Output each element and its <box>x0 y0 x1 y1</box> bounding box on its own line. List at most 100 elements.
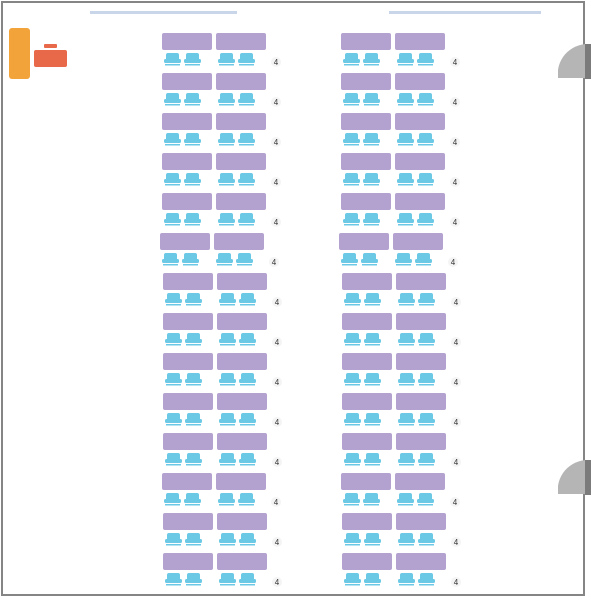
table[interactable] <box>395 113 445 130</box>
table[interactable] <box>341 193 391 210</box>
door-bottom-icon[interactable] <box>558 460 591 496</box>
table[interactable] <box>396 273 446 290</box>
table-group-left-r14-t2[interactable] <box>217 553 267 586</box>
table-group-left-r6-t1[interactable] <box>160 233 210 266</box>
table[interactable] <box>396 553 446 570</box>
table[interactable] <box>341 113 391 130</box>
table[interactable] <box>395 153 445 170</box>
table-group-left-r4-t2[interactable] <box>216 153 266 186</box>
table-group-left-r13-t1[interactable] <box>163 513 213 546</box>
table[interactable] <box>342 553 392 570</box>
table-group-right-r2-t2[interactable] <box>395 73 445 106</box>
table[interactable] <box>217 313 267 330</box>
table[interactable] <box>162 193 212 210</box>
table-group-right-r11-t1[interactable] <box>342 433 392 466</box>
table-group-left-r9-t1[interactable] <box>163 353 213 386</box>
table-group-left-r5-t2[interactable] <box>216 193 266 226</box>
table[interactable] <box>163 273 213 290</box>
table-group-right-r5-t2[interactable] <box>395 193 445 226</box>
table[interactable] <box>162 33 212 50</box>
table[interactable] <box>216 73 266 90</box>
table[interactable] <box>163 393 213 410</box>
table[interactable] <box>341 73 391 90</box>
table-group-left-r12-t1[interactable] <box>162 473 212 506</box>
table[interactable] <box>342 313 392 330</box>
table[interactable] <box>217 513 267 530</box>
table[interactable] <box>217 433 267 450</box>
table[interactable] <box>339 233 389 250</box>
table-group-left-r2-t2[interactable] <box>216 73 266 106</box>
table-group-left-r13-t2[interactable] <box>217 513 267 546</box>
table[interactable] <box>163 513 213 530</box>
table[interactable] <box>341 153 391 170</box>
table[interactable] <box>163 353 213 370</box>
podium-icon[interactable] <box>34 44 67 67</box>
table-group-right-r9-t2[interactable] <box>396 353 446 386</box>
table[interactable] <box>217 393 267 410</box>
table[interactable] <box>395 33 445 50</box>
table[interactable] <box>342 353 392 370</box>
table[interactable] <box>217 353 267 370</box>
table-group-right-r1-t1[interactable] <box>341 33 391 66</box>
table[interactable] <box>396 513 446 530</box>
table-group-right-r11-t2[interactable] <box>396 433 446 466</box>
table-group-left-r10-t2[interactable] <box>217 393 267 426</box>
table-group-left-r11-t2[interactable] <box>217 433 267 466</box>
table-group-right-r8-t2[interactable] <box>396 313 446 346</box>
table-group-right-r4-t1[interactable] <box>341 153 391 186</box>
table-group-right-r5-t1[interactable] <box>341 193 391 226</box>
table-group-left-r6-t2[interactable] <box>214 233 264 266</box>
table[interactable] <box>396 433 446 450</box>
table[interactable] <box>217 273 267 290</box>
table[interactable] <box>163 553 213 570</box>
table[interactable] <box>342 393 392 410</box>
table[interactable] <box>217 553 267 570</box>
table[interactable] <box>214 233 264 250</box>
table-group-right-r6-t1[interactable] <box>339 233 389 266</box>
table-group-left-r7-t2[interactable] <box>217 273 267 306</box>
table[interactable] <box>216 153 266 170</box>
table[interactable] <box>160 233 210 250</box>
table[interactable] <box>342 273 392 290</box>
table-group-left-r1-t2[interactable] <box>216 33 266 66</box>
table[interactable] <box>341 33 391 50</box>
table-group-left-r2-t1[interactable] <box>162 73 212 106</box>
table-group-left-r14-t1[interactable] <box>163 553 213 586</box>
table[interactable] <box>216 33 266 50</box>
table[interactable] <box>395 193 445 210</box>
table-group-left-r11-t1[interactable] <box>163 433 213 466</box>
table[interactable] <box>393 233 443 250</box>
table[interactable] <box>162 73 212 90</box>
table[interactable] <box>216 473 266 490</box>
table[interactable] <box>395 473 445 490</box>
table-group-left-r3-t1[interactable] <box>162 113 212 146</box>
table-group-left-r8-t2[interactable] <box>217 313 267 346</box>
table-group-right-r1-t2[interactable] <box>395 33 445 66</box>
stage[interactable] <box>9 28 30 79</box>
table[interactable] <box>162 113 212 130</box>
table[interactable] <box>396 393 446 410</box>
table-group-left-r1-t1[interactable] <box>162 33 212 66</box>
table-group-right-r2-t1[interactable] <box>341 73 391 106</box>
table-group-right-r7-t2[interactable] <box>396 273 446 306</box>
table-group-right-r3-t2[interactable] <box>395 113 445 146</box>
table[interactable] <box>162 473 212 490</box>
table-group-right-r6-t2[interactable] <box>393 233 443 266</box>
table-group-right-r10-t2[interactable] <box>396 393 446 426</box>
table[interactable] <box>342 433 392 450</box>
table-group-right-r3-t1[interactable] <box>341 113 391 146</box>
table-group-right-r14-t1[interactable] <box>342 553 392 586</box>
table-group-right-r14-t2[interactable] <box>396 553 446 586</box>
table-group-left-r5-t1[interactable] <box>162 193 212 226</box>
table[interactable] <box>162 153 212 170</box>
door-top-icon[interactable] <box>558 44 591 80</box>
table-group-left-r12-t2[interactable] <box>216 473 266 506</box>
table-group-right-r12-t1[interactable] <box>341 473 391 506</box>
table-group-right-r7-t1[interactable] <box>342 273 392 306</box>
table-group-left-r7-t1[interactable] <box>163 273 213 306</box>
table-group-right-r13-t2[interactable] <box>396 513 446 546</box>
table[interactable] <box>216 193 266 210</box>
table-group-right-r13-t1[interactable] <box>342 513 392 546</box>
table-group-right-r8-t1[interactable] <box>342 313 392 346</box>
table[interactable] <box>163 433 213 450</box>
